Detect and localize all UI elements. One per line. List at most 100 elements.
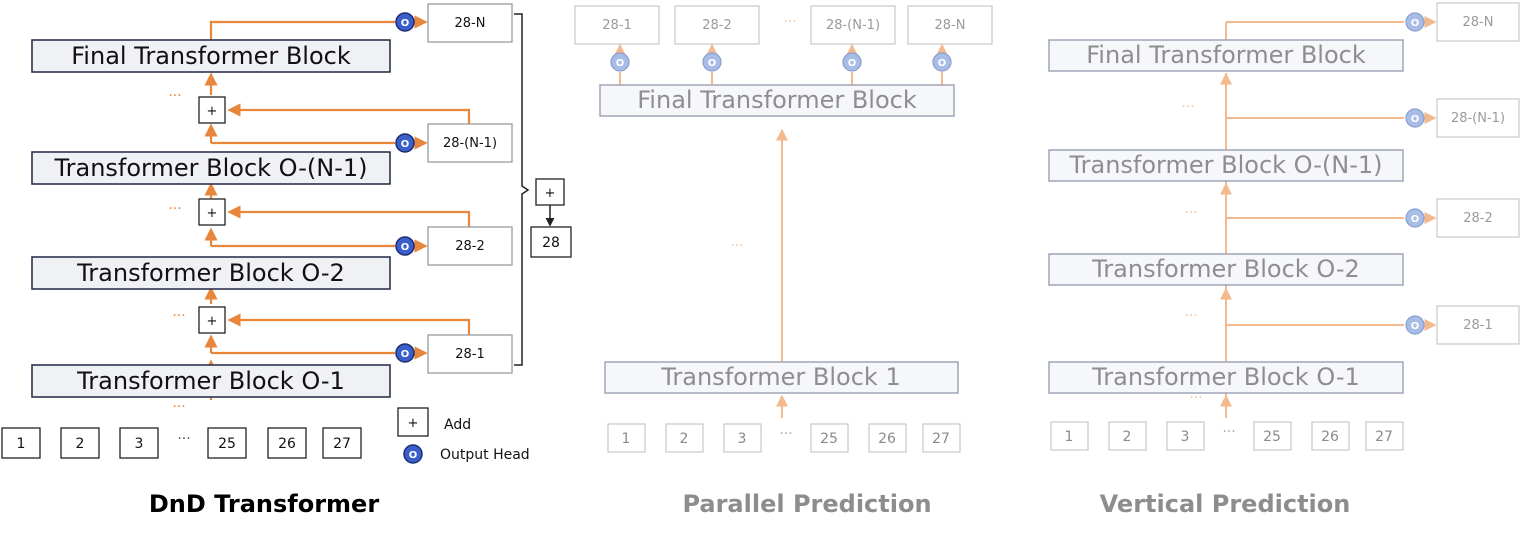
svg-text:O: O	[708, 58, 717, 69]
add-node: +	[198, 306, 226, 334]
block-label: Final Transformer Block	[71, 42, 351, 70]
output-box: 28-1	[427, 334, 513, 374]
transformer-block: Final Transformer Block	[31, 39, 391, 73]
ellipsis: ···	[172, 399, 185, 415]
output-head-icon: O	[1405, 108, 1425, 128]
output-head-icon: O	[395, 343, 415, 363]
legend-add-label: Add	[444, 417, 471, 433]
ellipsis: ···	[168, 201, 181, 217]
legend-head-label: Output Head	[440, 447, 530, 463]
output-box: 28-2	[674, 5, 760, 45]
output-head-icon: O	[1405, 208, 1425, 228]
sum-add-node: +	[535, 178, 565, 206]
block-label: Final Transformer Block	[637, 86, 917, 114]
output-box: 28-1	[1436, 305, 1520, 345]
svg-text:28-2: 28-2	[455, 239, 485, 254]
output-head-icon: O	[1405, 12, 1425, 32]
svg-text:+: +	[207, 206, 218, 221]
output-box: 28-(N-1)	[810, 5, 896, 45]
transformer-block: Transformer Block 1	[604, 361, 959, 394]
output-box: 28-1	[574, 5, 660, 45]
panel-title: Vertical Prediction	[1100, 490, 1351, 518]
ellipsis: ···	[779, 426, 792, 442]
ellipsis: ···	[1181, 99, 1194, 115]
output-box: 28-(N-1)	[1436, 98, 1520, 138]
token-label: 27	[1375, 429, 1393, 445]
add-node: +	[198, 96, 226, 124]
output-box: 28-N	[907, 5, 993, 45]
svg-text:O: O	[848, 58, 857, 69]
output-head-icon: O	[702, 52, 722, 72]
token-label: 1	[622, 431, 631, 447]
ellipsis: ···	[1184, 308, 1197, 324]
token-label: 3	[1181, 429, 1190, 445]
input-tokens: 1 2 3 ··· 25 26 27	[607, 423, 961, 453]
token-label: 1	[1065, 429, 1074, 445]
ellipsis: ···	[177, 431, 190, 447]
svg-text:O: O	[401, 139, 410, 150]
feedback-line	[227, 103, 471, 127]
token-label: 3	[135, 436, 144, 452]
svg-text:+: +	[408, 416, 419, 431]
block-label: Transformer Block O-(N-1)	[1068, 151, 1382, 179]
svg-text:O: O	[616, 58, 625, 69]
svg-text:O: O	[1411, 114, 1420, 125]
sum-output-box: 28	[530, 226, 572, 258]
block-label: Transformer Block O-2	[1091, 255, 1360, 283]
output-head-icon: O	[932, 52, 952, 72]
vertical-panel: Final Transformer Block Transformer Bloc…	[1048, 2, 1520, 518]
parallel-panel: 28-1 28-2 ··· 28-(N-1) 28-N O	[574, 5, 993, 518]
svg-text:28-N: 28-N	[935, 18, 966, 33]
transformer-block: Transformer Block O-(N-1)	[31, 151, 391, 185]
block-label: Transformer Block O-1	[1091, 363, 1360, 391]
token-label: 25	[820, 431, 838, 447]
output-box: 28-(N-1)	[427, 123, 513, 163]
input-tokens: 1 2 3 ··· 25 26 27	[1050, 421, 1404, 451]
token-label: 26	[878, 431, 896, 447]
transformer-block: Transformer Block O-(N-1)	[1048, 149, 1404, 182]
block-label: Transformer Block O-(N-1)	[53, 154, 367, 182]
feedback-line	[227, 313, 471, 337]
token-label: 25	[1263, 429, 1281, 445]
svg-text:O: O	[938, 58, 947, 69]
svg-text:O: O	[401, 242, 410, 253]
legend: + Add O Output Head	[397, 407, 530, 464]
transformer-block: Transformer Block O-2	[31, 256, 391, 290]
svg-text:28-N: 28-N	[455, 16, 486, 31]
token-label: 3	[738, 431, 747, 447]
feedback-line	[227, 205, 471, 230]
ellipsis: ···	[783, 14, 796, 30]
token-label: 25	[218, 436, 236, 452]
svg-text:28-(N-1): 28-(N-1)	[1451, 111, 1505, 126]
block-label: Transformer Block O-1	[76, 367, 345, 395]
output-box: 28-2	[427, 226, 513, 266]
output-head-icon: O	[610, 52, 630, 72]
svg-text:28-N: 28-N	[1463, 15, 1494, 30]
output-branch-line	[209, 20, 395, 40]
output-head-icon: O	[395, 236, 415, 256]
svg-text:28-(N-1): 28-(N-1)	[826, 18, 880, 33]
svg-text:O: O	[401, 18, 410, 29]
ellipsis: ···	[1189, 390, 1202, 406]
output-head-icon: O	[395, 133, 415, 153]
svg-text:28-1: 28-1	[1463, 318, 1493, 333]
output-box: 28-N	[427, 3, 513, 43]
transformer-block: Final Transformer Block	[1048, 39, 1404, 72]
output-head-icon	[403, 444, 423, 464]
svg-text:28-1: 28-1	[455, 347, 485, 362]
svg-text:28: 28	[542, 235, 560, 251]
transformer-block: Transformer Block O-1	[1048, 361, 1404, 394]
legend-add-swatch	[397, 407, 429, 437]
svg-text:O: O	[401, 349, 410, 360]
input-tokens: 1 2 3 ··· 25 26 27	[1, 427, 362, 459]
block-label: Transformer Block O-2	[76, 259, 345, 287]
output-head-icon: O	[842, 52, 862, 72]
token-label: 26	[1321, 429, 1339, 445]
dnd-panel: Final Transformer Block Transformer Bloc…	[1, 3, 572, 518]
token-label: 2	[1123, 429, 1132, 445]
svg-text:28-2: 28-2	[702, 18, 732, 33]
svg-text:28-2: 28-2	[1463, 211, 1493, 226]
svg-text:+: +	[207, 104, 218, 119]
svg-text:28-(N-1): 28-(N-1)	[443, 136, 497, 151]
token-label: 27	[932, 431, 950, 447]
